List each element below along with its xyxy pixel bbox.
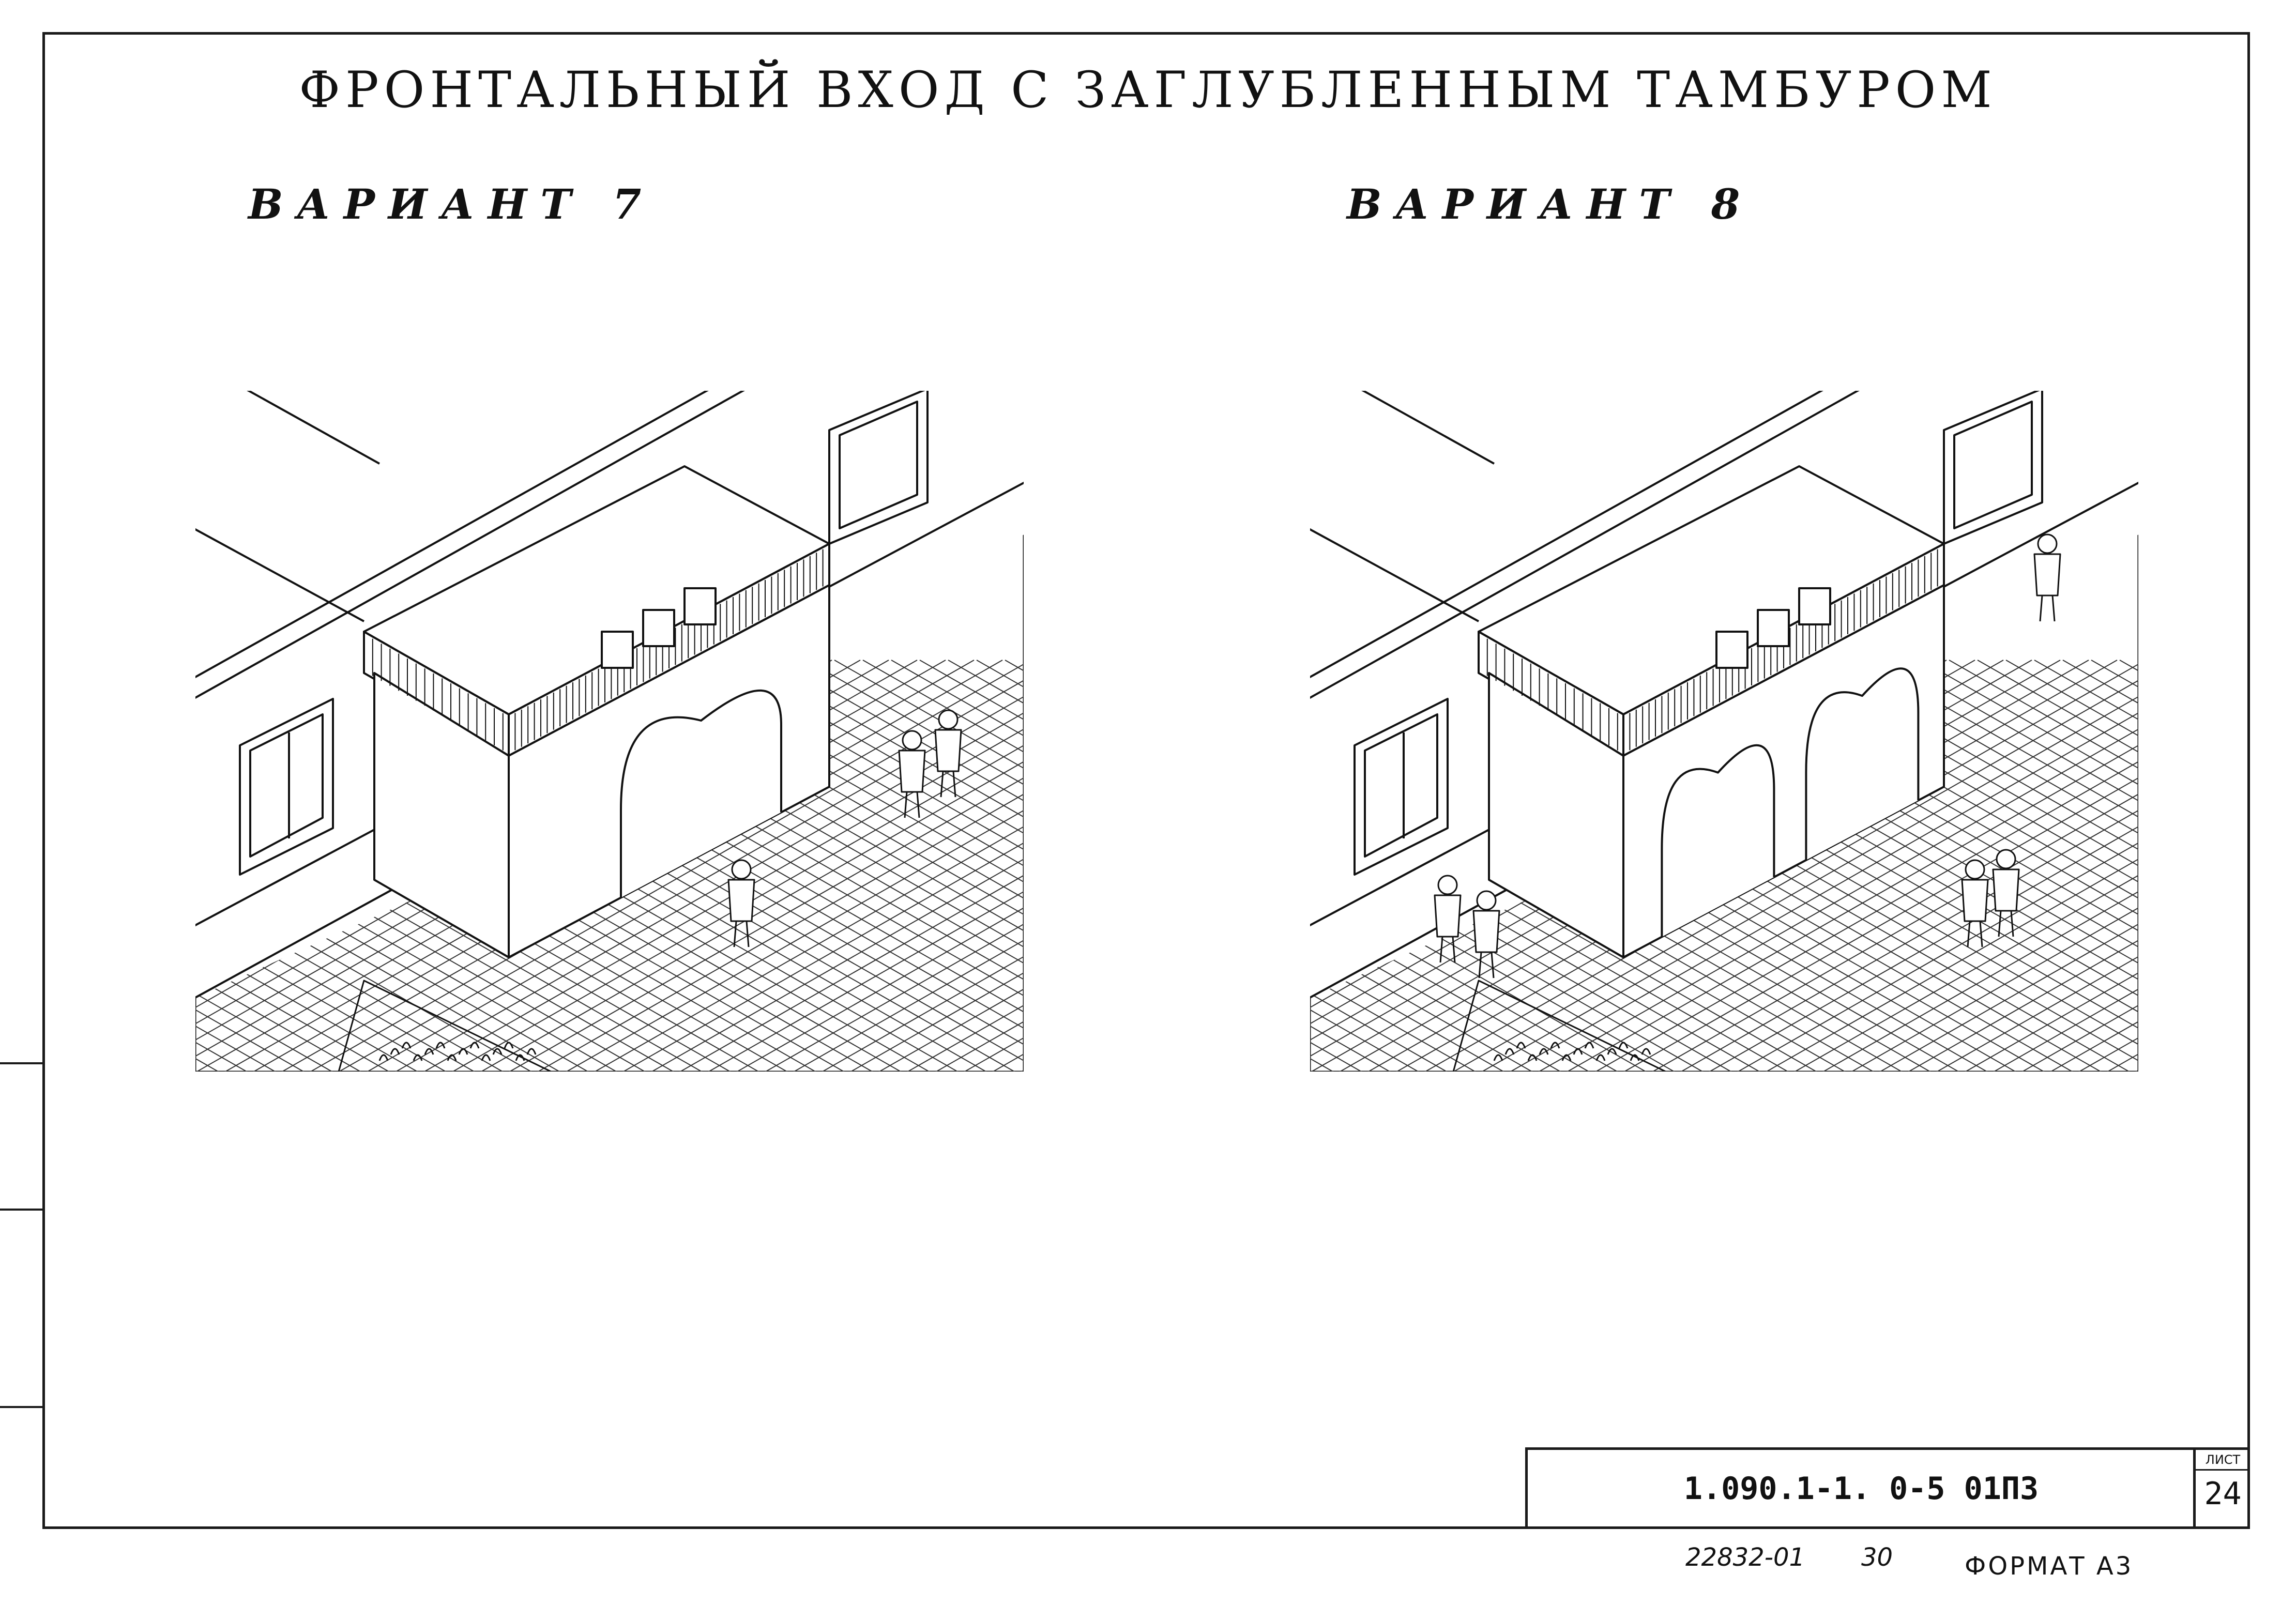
pedestrian (1992, 849, 2020, 937)
arch-opening (620, 689, 782, 898)
pedestrian (1434, 875, 1462, 963)
inventory-number: 22832-01 (1685, 1543, 1805, 1572)
roof-line (1361, 391, 1495, 465)
sheet-label: ЛИСТ (2196, 1450, 2250, 1471)
window (1943, 391, 2043, 545)
pedestrian (727, 859, 755, 947)
document-code: 1.090.1-1. 0-5 01ПЗ (1683, 1471, 2039, 1507)
roof-line (1310, 528, 1479, 622)
roof-edge (195, 391, 709, 679)
sign-box (683, 587, 717, 625)
variant-7-label: ВАРИАНТ 7 (248, 180, 655, 228)
pedestrian (1472, 890, 1500, 979)
sign-box (1757, 609, 1790, 647)
binding-tick (0, 1062, 42, 1064)
planter-bed (338, 980, 553, 1072)
binding-tick (0, 1209, 42, 1211)
format-label: ФОРМАТ А3 (1965, 1552, 2134, 1581)
title-block: 1.090.1-1. 0-5 01ПЗ ЛИСТ 24 (1525, 1447, 2250, 1529)
pedestrian (1961, 859, 1989, 947)
entrance-block (1478, 465, 1945, 958)
window (828, 391, 929, 545)
isometric-illustration (195, 391, 1024, 1072)
variant-8-drawing (1308, 389, 2140, 1074)
fascia-hatching (1478, 549, 1938, 754)
variant-7-drawing (193, 389, 1026, 1074)
arch-opening (1805, 667, 1920, 860)
roof-edge (1310, 391, 1860, 699)
roof-edge (195, 391, 745, 699)
sheet-cell: ЛИСТ 24 (2193, 1450, 2250, 1529)
sign-box (1798, 587, 1831, 625)
drawing-frame (42, 32, 2250, 1529)
roof-edge (1310, 391, 1823, 679)
sign-box (601, 631, 634, 669)
variant-8-label: ВАРИАНТ 8 (1347, 180, 1754, 228)
isometric-illustration (1310, 391, 2138, 1072)
roof-line (247, 391, 380, 465)
window (239, 698, 334, 876)
copy-number: 30 (1861, 1543, 1893, 1572)
pedestrian (2033, 533, 2061, 622)
sheet-number: 24 (2204, 1476, 2242, 1512)
sign-box (642, 609, 675, 647)
binding-tick (0, 1406, 42, 1408)
planter-bed (1452, 980, 1668, 1072)
arch-opening (1661, 744, 1775, 937)
entrance-block (363, 465, 830, 958)
window (1354, 698, 1449, 876)
sheet-title: ФРОНТАЛЬНЫЙ ВХОД С ЗАГЛУБЛЕННЫМ ТАМБУРОМ (299, 61, 1997, 119)
sign-box (1715, 631, 1748, 669)
fascia-hatching (363, 549, 824, 754)
pedestrian (934, 709, 962, 798)
roof-line (195, 528, 364, 622)
pedestrian (898, 730, 926, 818)
